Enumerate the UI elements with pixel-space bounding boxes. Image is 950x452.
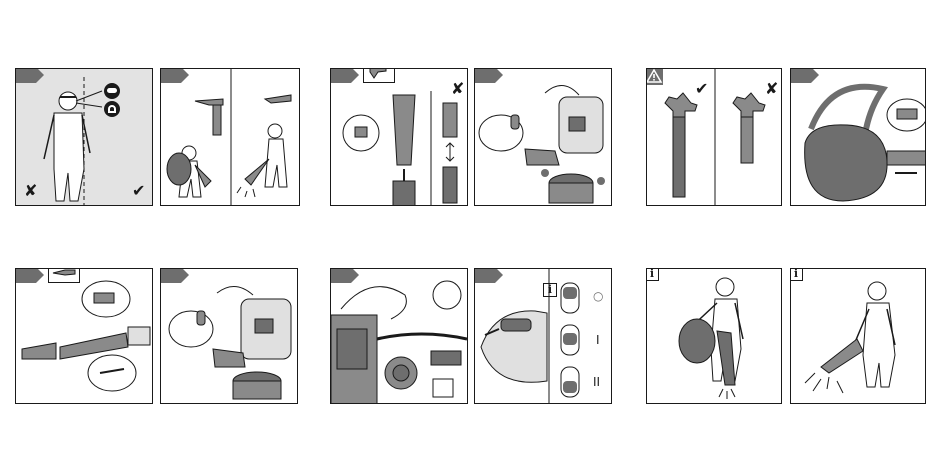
check-icon: ✔ — [695, 79, 708, 98]
screw-icon — [515, 115, 521, 121]
check-icon: ✔ — [132, 181, 145, 200]
cross-icon: ✘ — [451, 79, 464, 98]
screw-icon — [201, 311, 207, 317]
tube-correct-incorrect-illustration — [647, 69, 782, 206]
vacuum-tube-icon — [189, 93, 195, 99]
panel-attach-bag-strap — [790, 68, 926, 206]
panel-attach-collection-bag: ✘ — [330, 68, 468, 206]
panel-ppe: ✘ ✔ — [15, 68, 153, 206]
cross-icon: ✘ — [765, 79, 778, 98]
blow-tube-assembly-illustration — [16, 269, 153, 404]
vacuum-and-blower-modes-illustration — [161, 69, 300, 206]
suction-tube-insertion-illustration — [475, 69, 612, 206]
ear-protection-icon — [104, 101, 120, 117]
panel-tube-check: ✔ ✘ — [646, 68, 782, 206]
protective-goggles-icon — [104, 83, 120, 99]
person-blowing-leaves-illustration — [791, 269, 926, 404]
switch-position-2: II — [593, 375, 600, 389]
switch-position-1: I — [596, 333, 600, 347]
blow-tube-fixing-illustration — [161, 269, 298, 404]
bag-and-strap-illustration — [791, 69, 926, 206]
blower-tube-icon — [265, 93, 271, 99]
panel-modes-overview — [160, 68, 300, 206]
panel-speed-switch: i ○ I II — [474, 268, 612, 404]
cross-icon: ✘ — [24, 181, 37, 200]
panel-blower-use: i — [790, 268, 926, 404]
panel-assemble-blow-tube — [15, 268, 153, 404]
collection-bag-assembly-illustration — [331, 69, 468, 206]
panel-insert-suction-tube — [474, 68, 612, 206]
plug-icon — [439, 289, 445, 295]
person-vacuuming-illustration — [647, 269, 782, 404]
panel-fix-blow-tube — [160, 268, 298, 404]
panel-connect-cable — [330, 268, 468, 404]
panel-vacuum-use: i — [646, 268, 782, 404]
cable-connection-illustration — [331, 269, 468, 404]
switch-illustration — [475, 269, 612, 404]
switch-position-off: ○ — [593, 289, 603, 303]
